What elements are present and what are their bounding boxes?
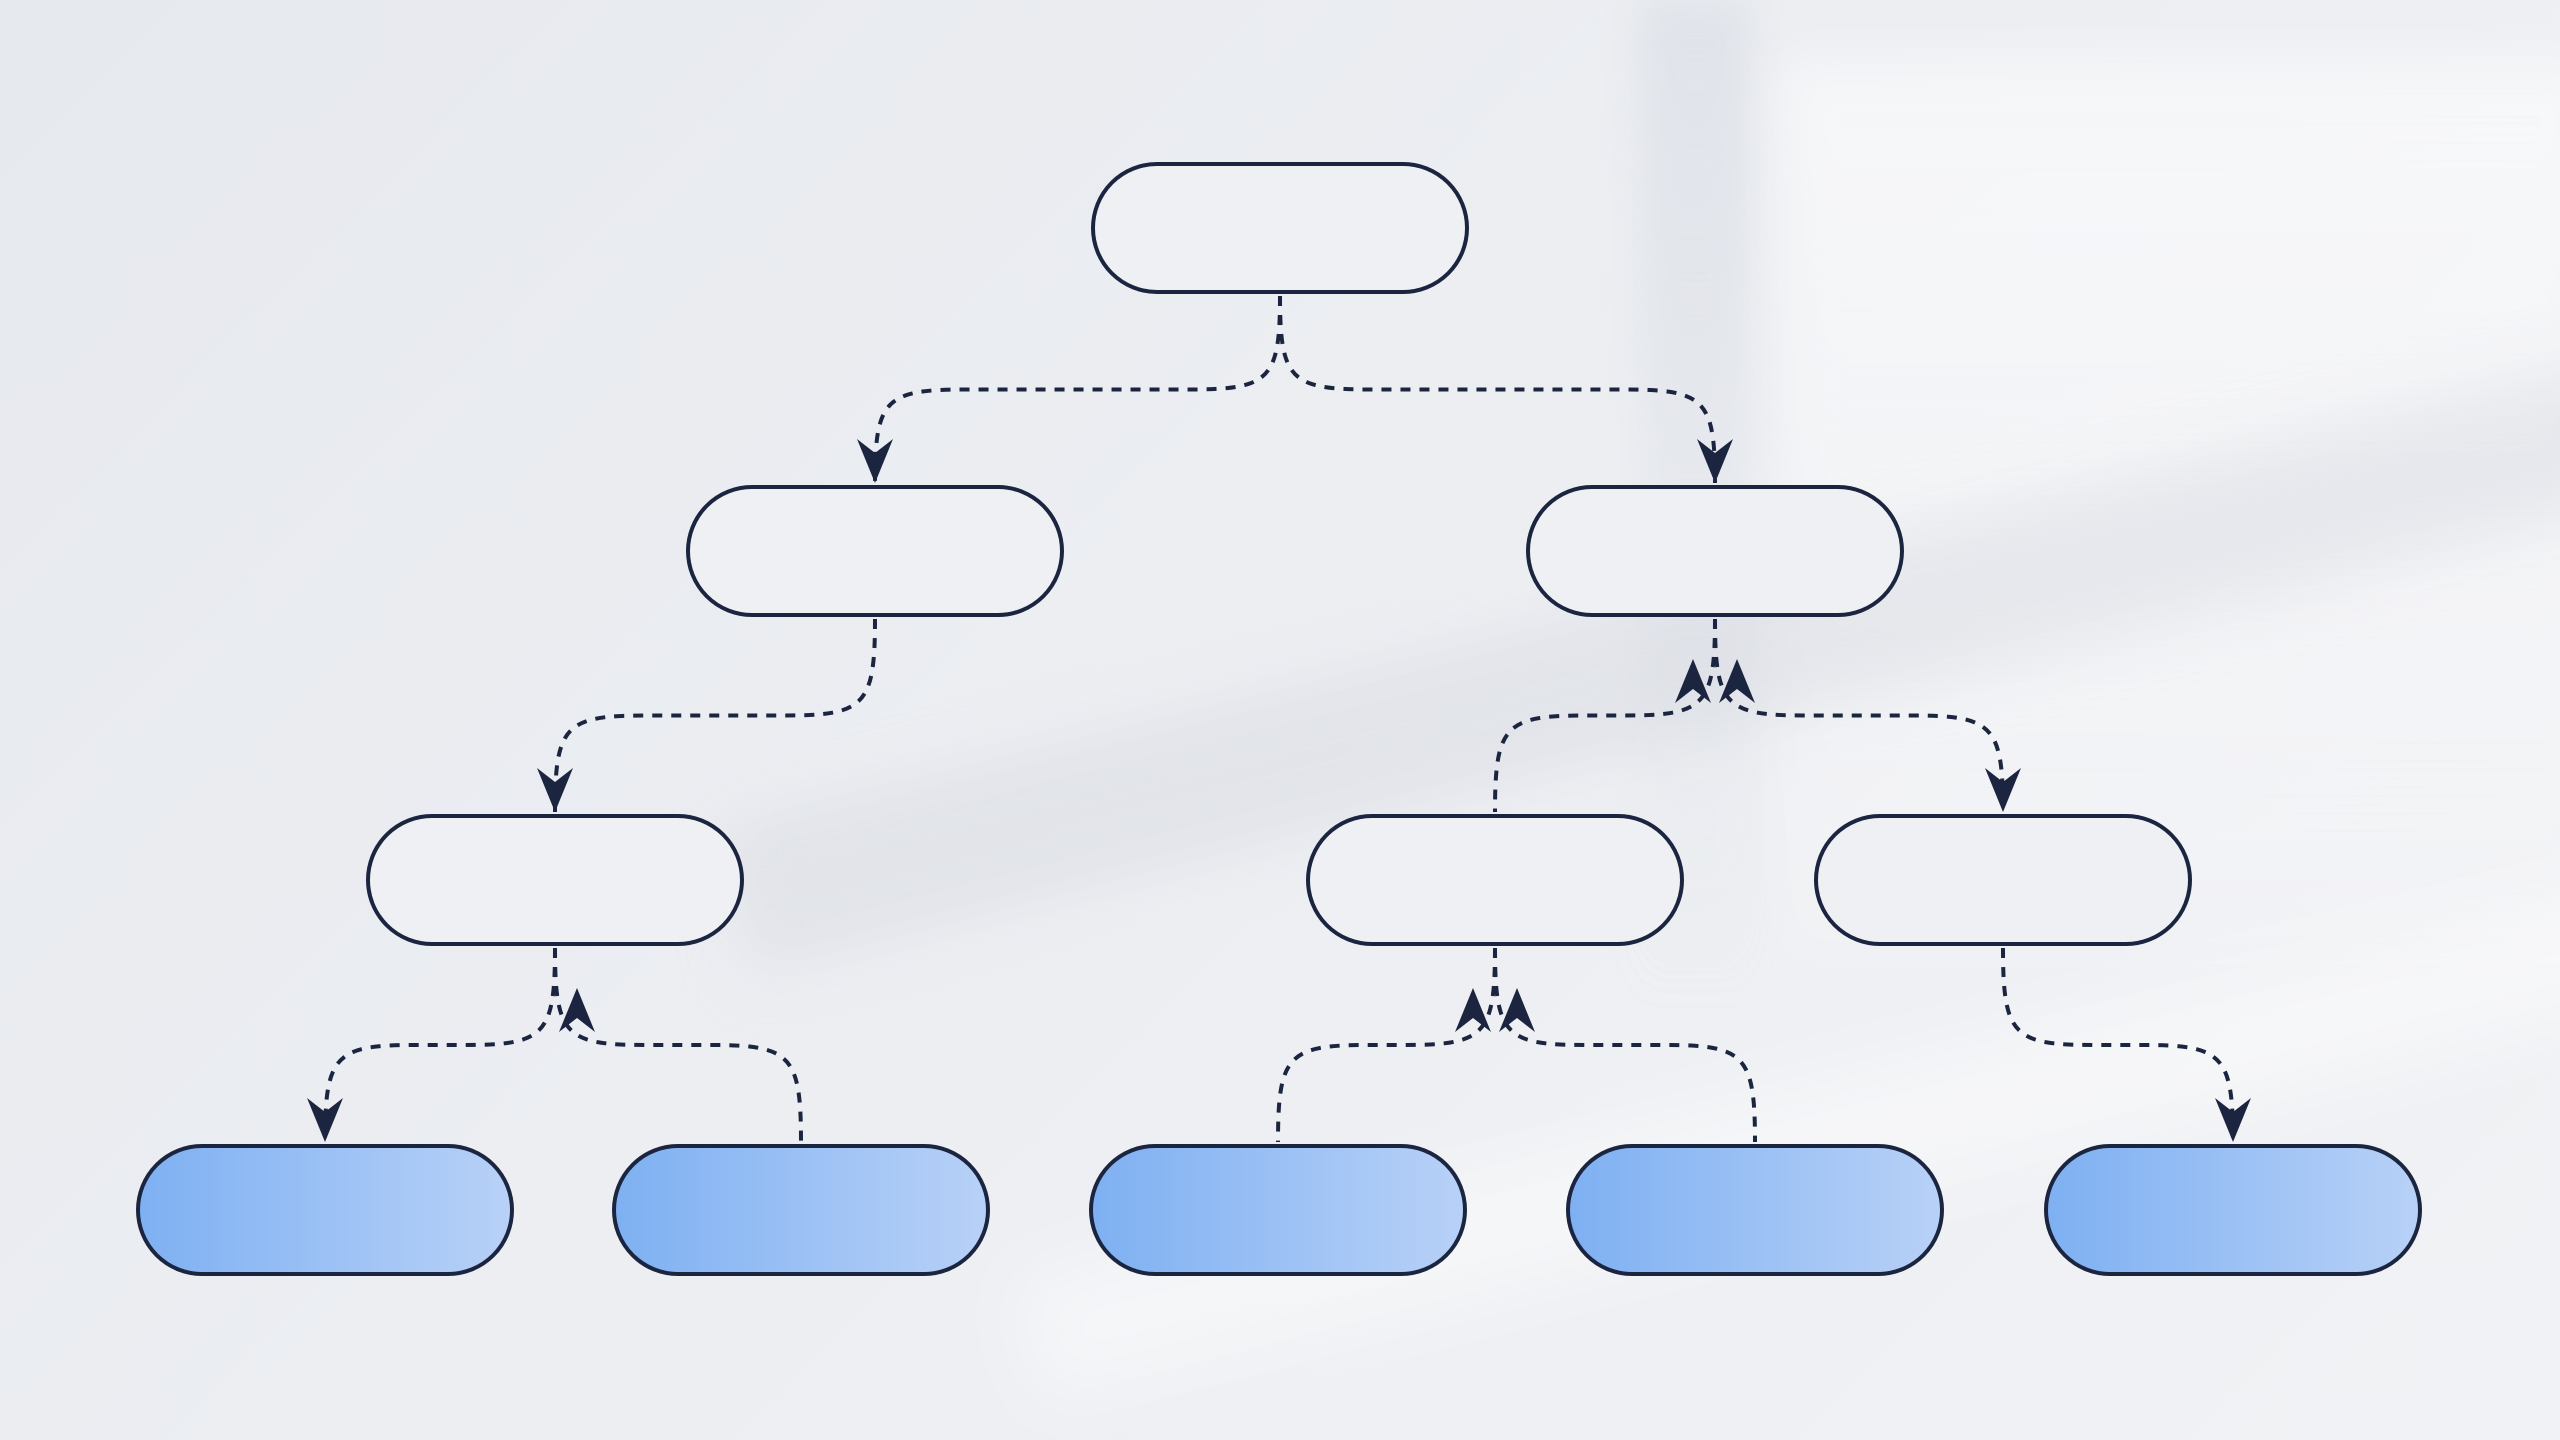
node-right[interactable] xyxy=(1526,485,1904,617)
arrowhead-down-icon xyxy=(1985,768,2021,812)
edge-line xyxy=(873,295,1282,484)
node-shape xyxy=(366,814,744,946)
edge-line xyxy=(2001,947,2235,1143)
edge-line xyxy=(1493,618,1717,813)
arrowhead-up-icon xyxy=(1499,988,1535,1032)
edge-root-to-right xyxy=(1278,295,1733,484)
arrowhead-down-icon xyxy=(2215,1098,2251,1142)
edge-leaf-4-to-right-child-a xyxy=(1493,947,1757,1143)
leaf-node-leaf-2[interactable] xyxy=(612,1144,990,1276)
arrowhead-up-icon xyxy=(1719,659,1755,703)
node-shape xyxy=(2044,1144,2422,1276)
node-shape xyxy=(612,1144,990,1276)
edge-leaf-3-to-right-child-a xyxy=(1276,947,1497,1143)
edge-left-to-left-child xyxy=(537,618,877,813)
edge-leaf-2-to-left-child xyxy=(553,947,803,1143)
node-right-child-b[interactable] xyxy=(1814,814,2192,946)
edge-right-child-b-to-leaf-5 xyxy=(2001,947,2251,1143)
edge-line xyxy=(1276,947,1497,1143)
edge-line xyxy=(553,618,877,813)
edge-line xyxy=(1278,295,1717,484)
arrowhead-up-icon xyxy=(559,988,595,1032)
edge-left-child-to-leaf-1 xyxy=(307,947,557,1143)
node-root[interactable] xyxy=(1091,162,1469,294)
edges xyxy=(307,295,2251,1143)
node-shape xyxy=(1566,1144,1944,1276)
edge-right-child-a-to-right xyxy=(1493,618,1717,813)
node-shape xyxy=(1306,814,1684,946)
node-shape xyxy=(1814,814,2192,946)
arrowhead-down-icon xyxy=(1697,439,1733,483)
arrowhead-up-icon xyxy=(1455,988,1491,1032)
arrowhead-up-icon xyxy=(1675,659,1711,703)
edge-line xyxy=(1493,947,1757,1143)
node-shape xyxy=(1089,1144,1467,1276)
edge-line xyxy=(553,947,803,1143)
node-left[interactable] xyxy=(686,485,1064,617)
leaf-node-leaf-1[interactable] xyxy=(136,1144,514,1276)
node-shape xyxy=(686,485,1064,617)
nodes xyxy=(136,162,2422,1276)
arrowhead-down-icon xyxy=(857,439,893,483)
arrowhead-down-icon xyxy=(537,768,573,812)
leaf-node-leaf-3[interactable] xyxy=(1089,1144,1467,1276)
leaf-node-leaf-4[interactable] xyxy=(1566,1144,1944,1276)
node-shape xyxy=(136,1144,514,1276)
edge-line xyxy=(1713,618,2005,813)
node-right-child-a[interactable] xyxy=(1306,814,1684,946)
leaf-node-leaf-5[interactable] xyxy=(2044,1144,2422,1276)
edge-line xyxy=(323,947,557,1143)
edge-root-to-left xyxy=(857,295,1282,484)
arrowhead-down-icon xyxy=(307,1098,343,1142)
node-shape xyxy=(1526,485,1904,617)
node-shape xyxy=(1091,162,1469,294)
edge-right-to-right-child-b xyxy=(1713,618,2021,813)
node-left-child[interactable] xyxy=(366,814,744,946)
